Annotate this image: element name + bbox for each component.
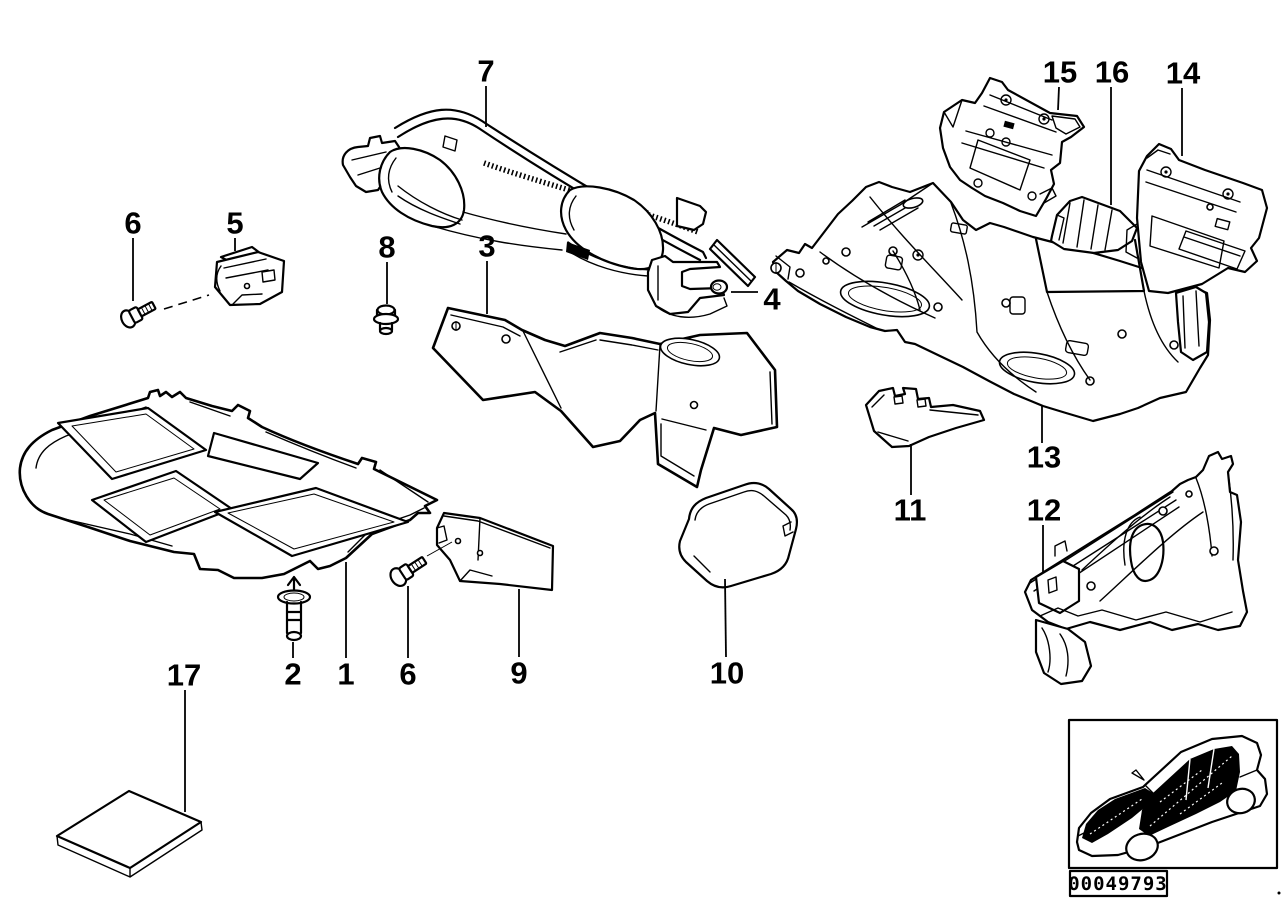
callout-label-16-9: 9 (510, 656, 527, 691)
part-15-partition-insulation (938, 76, 1086, 218)
callout-label-8-14: 14 (1166, 56, 1201, 91)
callout-label-5-4: 4 (763, 282, 781, 317)
callout-label-14-1: 1 (337, 657, 354, 692)
part-10-insulation-pad (678, 481, 799, 589)
part-3-side-insulation (431, 306, 779, 489)
inset-image-number: 00049793 (1068, 873, 1168, 895)
part-4-grommet-assembly (646, 238, 757, 318)
part-9-insulation-sheet (435, 511, 555, 592)
callout-label-11-12: 12 (1027, 493, 1061, 528)
part-7-cowl-insulation (341, 108, 708, 277)
callout-label-15-6: 6 (399, 657, 416, 692)
callout-label-13-2: 2 (284, 657, 301, 692)
callout-label-3-8: 8 (378, 230, 395, 265)
callout-label-2-5: 5 (226, 206, 243, 241)
callout-leader-6-15 (1057, 86, 1060, 111)
car-illustration (1075, 734, 1269, 862)
part-12-wheelhouse-insulation (1023, 450, 1249, 686)
callout-label-6-15: 15 (1043, 55, 1077, 90)
part-14-trunk-side-insulation (1125, 142, 1269, 295)
part-6-screw-upper (120, 294, 210, 329)
part-16-ribbed-insulation (1049, 195, 1139, 255)
callout-leader-17-10 (724, 578, 727, 658)
callout-label-1-6: 6 (124, 206, 141, 241)
callout-label-12-17: 17 (167, 658, 201, 693)
callout-label-10-11: 11 (894, 493, 927, 528)
part-6-screw-lower (389, 541, 453, 588)
part-5-clip-bracket (213, 245, 286, 307)
part-8-grommet (372, 304, 400, 336)
callout-label-0-7: 7 (477, 54, 494, 89)
callout-label-9-13: 13 (1027, 440, 1061, 475)
callout-label-7-16: 16 (1095, 55, 1129, 90)
stray-dot (1277, 891, 1281, 895)
part-2-expansion-rivet (276, 575, 312, 642)
callout-label-17-10: 10 (710, 656, 744, 691)
callout-label-4-3: 3 (478, 229, 495, 264)
part-13-floor-insulation (770, 180, 1212, 423)
inset-number-box (1068, 869, 1169, 898)
part-1-hood-insulation (18, 388, 439, 580)
part-17-flat-sheet (55, 789, 203, 878)
part-11-bracket-insulation (864, 386, 986, 449)
car-orientation-inset: 00049793 (1067, 718, 1281, 898)
